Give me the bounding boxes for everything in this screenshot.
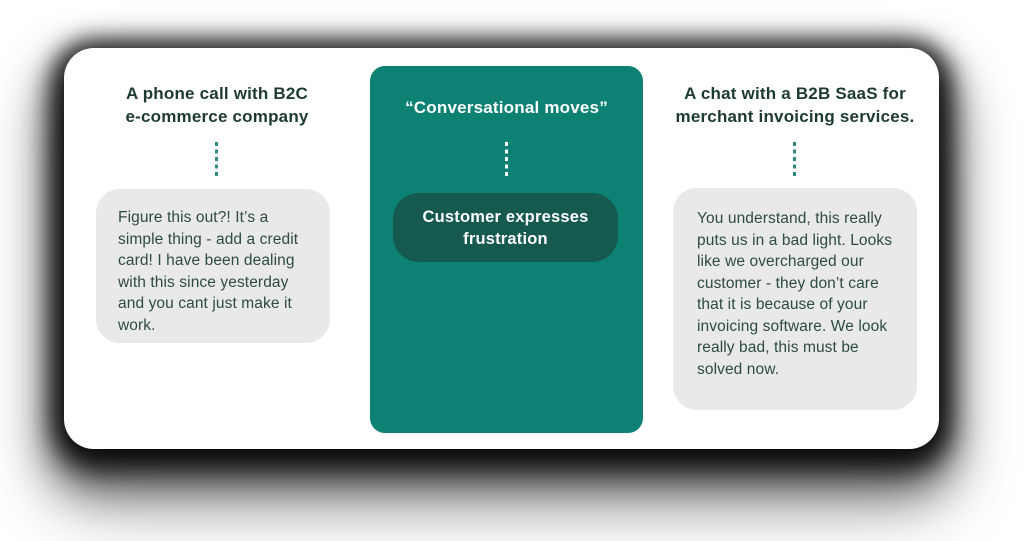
left-dotted-connector <box>215 142 218 179</box>
right-chat-bubble-text: You understand, this really puts us in a… <box>697 210 893 378</box>
left-chat-bubble-text: Figure this out?! It’s a simple thing - … <box>118 209 299 334</box>
center-dotted-connector <box>505 142 508 179</box>
right-chat-bubble: You understand, this really puts us in a… <box>673 188 917 410</box>
right-dotted-connector <box>793 142 796 179</box>
diagram-card: A phone call with B2C e-commerce company… <box>64 48 939 449</box>
center-panel-heading: “Conversational moves” <box>405 98 608 117</box>
conversational-moves-panel: “Conversational moves” Customer expresse… <box>370 66 643 433</box>
right-column-heading: A chat with a B2B SaaS for merchant invo… <box>675 84 915 126</box>
left-column-heading: A phone call with B2C e-commerce company <box>125 84 309 126</box>
left-chat-bubble: Figure this out?! It’s a simple thing - … <box>96 189 330 343</box>
customer-frustration-pill: Customer expresses frustration <box>393 193 618 262</box>
